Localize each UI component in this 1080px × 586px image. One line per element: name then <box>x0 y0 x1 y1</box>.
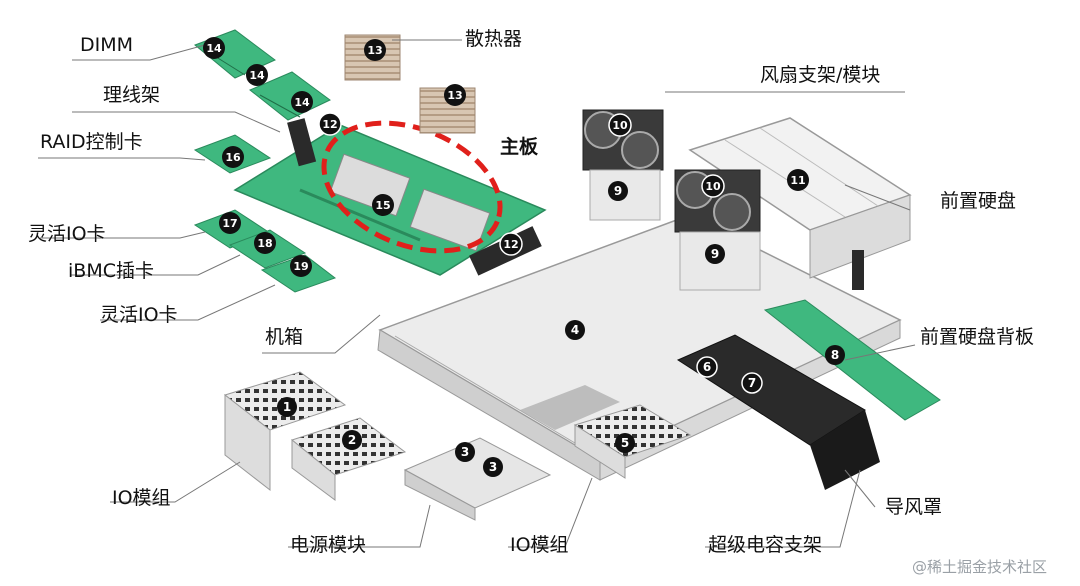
label-raid-card: RAID控制卡 <box>40 131 143 153</box>
badge-10b: 10 <box>701 174 725 198</box>
label-front-disk: 前置硬盘 <box>940 190 1017 212</box>
svg-text:10: 10 <box>612 119 628 132</box>
label-chassis: 机箱 <box>265 326 304 348</box>
svg-text:13: 13 <box>367 44 382 57</box>
badge-12a: 12 <box>318 112 342 136</box>
badge-9a: 9 <box>608 181 628 201</box>
svg-text:9: 9 <box>711 247 719 261</box>
badge-19: 19 <box>290 255 312 277</box>
label-front-disk-backplane: 前置硬盘背板 <box>920 326 1035 348</box>
svg-text:7: 7 <box>748 376 756 390</box>
svg-text:19: 19 <box>293 260 308 273</box>
cable-rack <box>287 118 317 167</box>
label-supercap-bracket: 超级电容支架 <box>708 534 823 556</box>
svg-text:8: 8 <box>831 348 839 362</box>
badge-15: 15 <box>372 194 394 216</box>
label-io-module-2: IO模组 <box>510 534 569 556</box>
label-psu: 电源模块 <box>290 534 367 556</box>
badge-5: 5 <box>615 433 635 453</box>
fan-bracket-left <box>582 109 664 221</box>
badge-18: 18 <box>254 232 276 254</box>
svg-text:14: 14 <box>294 96 310 109</box>
badge-13a: 13 <box>364 39 386 61</box>
label-air-duct: 导风罩 <box>885 496 943 518</box>
svg-text:12: 12 <box>322 118 337 131</box>
svg-text:15: 15 <box>375 199 390 212</box>
label-ibmc-card: iBMC插卡 <box>68 260 154 282</box>
badge-14c: 14 <box>291 91 313 113</box>
badge-6: 6 <box>696 356 718 378</box>
label-heatsink: 散热器 <box>465 28 523 50</box>
label-dimm: DIMM <box>80 34 134 56</box>
badge-11: 11 <box>787 169 809 191</box>
badge-10a: 10 <box>608 113 632 137</box>
badge-13b: 13 <box>444 84 466 106</box>
badge-9b: 9 <box>705 244 725 264</box>
badge-17: 17 <box>219 212 241 234</box>
svg-text:3: 3 <box>489 460 497 474</box>
svg-text:16: 16 <box>225 151 241 164</box>
badge-1: 1 <box>277 397 297 417</box>
label-mainboard: 主板 <box>500 136 539 158</box>
air-duct <box>676 334 880 490</box>
psu-modules <box>403 437 552 521</box>
badge-3b: 3 <box>483 457 503 477</box>
label-flex-io-card-1: 灵活IO卡 <box>28 223 106 245</box>
badge-16: 16 <box>222 146 244 168</box>
svg-text:13: 13 <box>447 89 462 102</box>
svg-text:10: 10 <box>705 180 721 193</box>
svg-text:14: 14 <box>206 42 222 55</box>
badge-7: 7 <box>741 372 763 394</box>
svg-text:6: 6 <box>703 360 711 374</box>
label-fan-module: 风扇支架/模块 <box>760 64 881 86</box>
svg-text:12: 12 <box>503 238 518 251</box>
badge-2: 2 <box>342 430 362 450</box>
leader-lines <box>38 39 916 548</box>
watermark: @稀土掘金技术社区 <box>912 558 1048 576</box>
label-cable-rack: 理线架 <box>103 84 161 106</box>
mainboard-highlight <box>321 120 503 254</box>
svg-text:5: 5 <box>621 436 629 450</box>
badge-8: 8 <box>825 345 845 365</box>
svg-text:3: 3 <box>461 445 469 459</box>
svg-text:4: 4 <box>571 323 579 337</box>
svg-text:18: 18 <box>257 237 272 250</box>
svg-text:14: 14 <box>249 69 265 82</box>
label-io-module-1: IO模组 <box>112 487 171 509</box>
badge-12b: 12 <box>499 232 523 256</box>
svg-text:9: 9 <box>614 184 622 198</box>
svg-text:1: 1 <box>283 400 291 414</box>
badge-14b: 14 <box>246 64 268 86</box>
svg-text:11: 11 <box>790 174 805 187</box>
svg-text:2: 2 <box>348 433 356 447</box>
svg-text:17: 17 <box>222 217 237 230</box>
badge-3a: 3 <box>455 442 475 462</box>
front-disk-backplane <box>763 299 941 421</box>
badge-14a: 14 <box>203 37 225 59</box>
badge-4: 4 <box>565 320 585 340</box>
label-flex-io-card-2: 灵活IO卡 <box>100 304 178 326</box>
io-module-rear-right <box>573 404 692 479</box>
